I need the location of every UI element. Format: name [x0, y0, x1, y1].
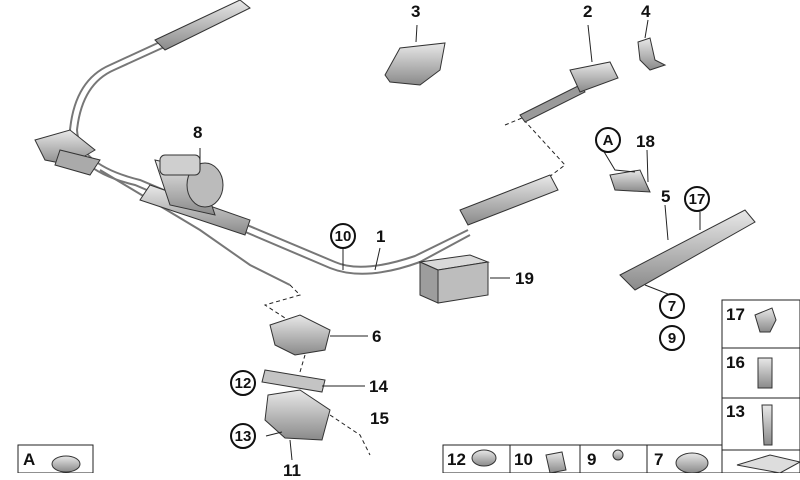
- legend-part-10: [545, 451, 567, 473]
- legend-num-16: 16: [726, 353, 745, 372]
- legend-part-13: [761, 404, 773, 446]
- legend-num-12: 12: [447, 450, 466, 469]
- clip-part: [637, 37, 667, 71]
- mounting-plate: [264, 389, 331, 441]
- callout-1: 1: [376, 227, 386, 246]
- callout-4: 4: [641, 2, 651, 21]
- cover-plate: [384, 42, 446, 86]
- foam-block: [418, 254, 490, 304]
- actuator-part: [519, 61, 619, 123]
- callout-14: 14: [369, 377, 388, 396]
- callout-17-circled: 17: [684, 186, 710, 212]
- legend-num-10: 10: [514, 450, 533, 469]
- legend-num-9: 9: [587, 450, 597, 469]
- left-bracket: [34, 129, 101, 176]
- callout-A-circled: A: [595, 127, 621, 153]
- legend-part-9: [612, 449, 624, 461]
- legend-num-13: 13: [726, 402, 745, 421]
- callout-8: 8: [193, 123, 203, 142]
- callout-13-circled: 13: [230, 423, 256, 449]
- legend-part-7: [675, 452, 709, 473]
- callout-9-circled: 9: [659, 325, 685, 351]
- callout-2: 2: [583, 2, 593, 21]
- callout-11: 11: [283, 461, 301, 480]
- gasket-plate: [261, 369, 326, 393]
- callout-12-circled: 12: [230, 370, 256, 396]
- right-guide-rail: [609, 169, 756, 291]
- cable-tube: [459, 174, 559, 226]
- callout-18: 18: [636, 132, 655, 151]
- legend-parts: [51, 307, 800, 473]
- legend-part-corner: [736, 454, 800, 473]
- legend-num-A: A: [23, 450, 36, 469]
- legend-num-17: 17: [726, 305, 745, 324]
- top-rail: [154, 0, 251, 51]
- callout-10-circled: 10: [330, 223, 356, 249]
- legend-part-12: [471, 449, 497, 467]
- legend-num-7: 7: [654, 450, 664, 469]
- callout-7-circled: 7: [659, 293, 685, 319]
- legend-part-16: [757, 357, 773, 389]
- callout-5: 5: [661, 187, 671, 206]
- callout-15: 15: [370, 409, 389, 428]
- legend-grid: [17, 299, 800, 473]
- legend-part-17: [754, 307, 777, 333]
- callout-6: 6: [372, 327, 382, 346]
- legend-part-A: [51, 455, 81, 473]
- callout-19: 19: [515, 269, 534, 288]
- lower-bracket: [269, 314, 331, 356]
- motor-drive-assembly: [139, 154, 251, 236]
- callout-3: 3: [411, 2, 421, 21]
